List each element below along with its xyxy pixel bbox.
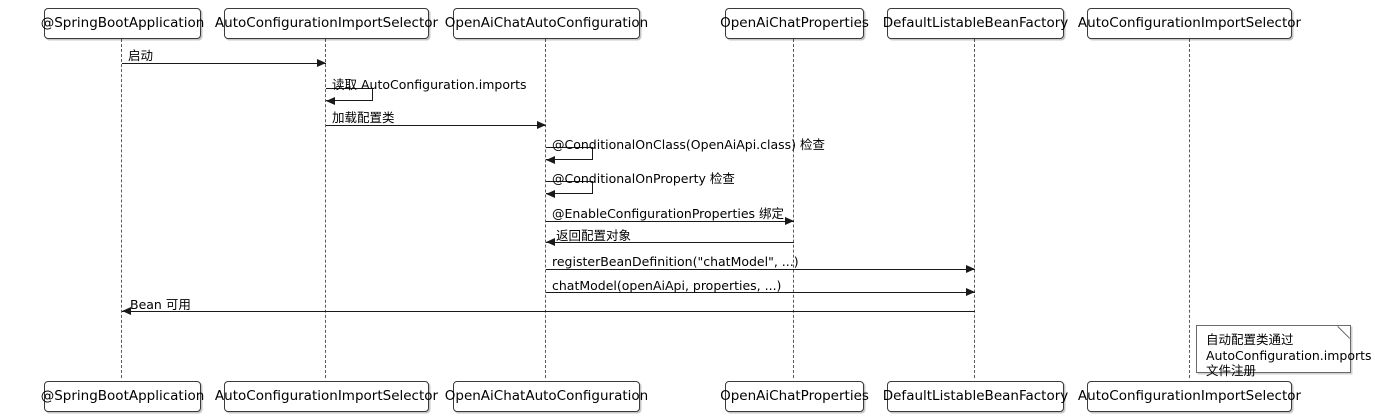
- lifeline-app: [121, 39, 123, 378]
- note-note1: 自动配置类通过 AutoConfiguration.imports 文件注册: [1196, 325, 1372, 378]
- message-label-m1: 启动: [128, 48, 154, 63]
- message-line-m6: [546, 221, 794, 222]
- message-label-m3: 加载配置类: [332, 110, 395, 125]
- arrowhead-m1: [317, 59, 326, 67]
- self-call-m4: [546, 147, 593, 160]
- message-label-m2: 读取 AutoConfiguration.imports: [332, 77, 527, 92]
- self-call-m2: [326, 88, 373, 101]
- message-label-m6: @EnableConfigurationProperties 绑定: [552, 206, 784, 221]
- self-call-m5: [546, 181, 593, 194]
- message-line-m8: [546, 269, 975, 270]
- arrowhead-m8: [966, 265, 975, 273]
- participant-top-selector2[interactable]: AutoConfigurationImportSelector: [1078, 8, 1301, 39]
- participant-bottom-autoconf[interactable]: OpenAiChatAutoConfiguration: [445, 381, 648, 412]
- participant-top-factory[interactable]: DefaultListableBeanFactory: [883, 8, 1068, 39]
- message-label-m9: chatModel(openAiApi, properties, ...): [552, 278, 782, 293]
- arrowhead-m6: [785, 217, 794, 225]
- participant-top-app[interactable]: @SpringBootApplication: [41, 8, 204, 39]
- arrowhead-m9: [966, 288, 975, 296]
- arrowhead-m5: [546, 189, 555, 198]
- participant-bottom-app[interactable]: @SpringBootApplication: [41, 381, 204, 412]
- participant-top-autoconf[interactable]: OpenAiChatAutoConfiguration: [445, 8, 648, 39]
- lifeline-autoconf: [545, 39, 547, 378]
- arrowhead-m4: [546, 155, 555, 164]
- message-line-m9: [546, 292, 975, 293]
- message-label-m5: @ConditionalOnProperty 检查: [552, 171, 735, 186]
- participant-bottom-selector2[interactable]: AutoConfigurationImportSelector: [1078, 381, 1301, 412]
- arrowhead-m2: [326, 96, 335, 105]
- lifeline-selector2: [1189, 39, 1191, 378]
- message-line-m7: [546, 242, 794, 243]
- participant-bottom-props[interactable]: OpenAiChatProperties: [720, 381, 869, 412]
- lifeline-selector: [325, 39, 327, 378]
- arrowhead-m3: [537, 121, 546, 129]
- participant-bottom-factory[interactable]: DefaultListableBeanFactory: [883, 381, 1068, 412]
- message-label-m7: 返回配置对象: [556, 228, 632, 243]
- participant-bottom-selector[interactable]: AutoConfigurationImportSelector: [215, 381, 438, 412]
- arrowhead-m7: [546, 238, 555, 246]
- message-label-m4: @ConditionalOnClass(OpenAiApi.class) 检查: [552, 137, 826, 152]
- message-label-m10: Bean 可用: [130, 297, 191, 312]
- participant-top-props[interactable]: OpenAiChatProperties: [720, 8, 869, 39]
- lifeline-factory: [974, 39, 976, 378]
- message-line-m1: [122, 63, 326, 64]
- participant-top-selector[interactable]: AutoConfigurationImportSelector: [215, 8, 438, 39]
- lifeline-props: [793, 39, 795, 378]
- message-line-m3: [326, 125, 546, 126]
- arrowhead-m10: [122, 307, 131, 315]
- message-line-m10: [122, 311, 975, 312]
- message-label-m8: registerBeanDefinition("chatModel", ...): [552, 254, 799, 269]
